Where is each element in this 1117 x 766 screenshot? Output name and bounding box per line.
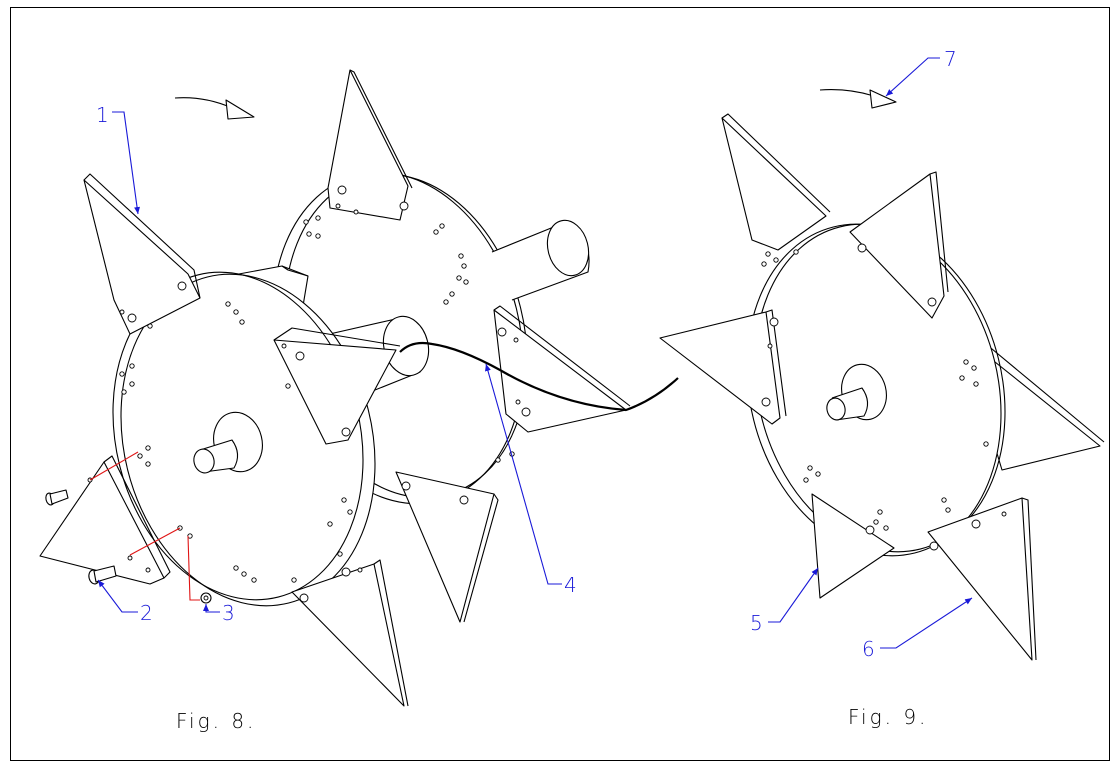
caption-fig9: Fig. 9. — [848, 705, 928, 729]
leader-2: 2 — [97, 579, 153, 625]
fig9-blade-bottom-left — [811, 493, 895, 599]
figure-8: 1 2 3 4 Fig. 8. — [39, 69, 679, 733]
leader-4: 4 — [485, 363, 577, 597]
belt-cable — [399, 341, 679, 412]
bolt-lower — [88, 565, 117, 585]
assembly-lines — [89, 451, 200, 601]
label-7: 7 — [944, 47, 957, 71]
leader-6: 6 — [862, 597, 973, 661]
front-blade-2 — [273, 327, 401, 445]
fig9-blade-top — [849, 171, 949, 319]
rear-shaft — [491, 219, 590, 301]
label-5: 5 — [750, 611, 763, 635]
rear-blade-right — [493, 305, 631, 433]
front-disc-holes — [119, 301, 353, 583]
nut — [200, 592, 212, 604]
rear-blade-top — [327, 69, 413, 221]
label-6: 6 — [862, 637, 875, 661]
front-hub — [193, 411, 263, 474]
front-blade-1 — [83, 173, 201, 335]
rear-disc-holes — [303, 215, 515, 463]
leader-7: 7 — [885, 47, 957, 97]
front-blade-3 — [291, 559, 409, 707]
label-4: 4 — [564, 573, 577, 597]
rotation-arrow-fig9 — [819, 89, 897, 109]
fig9-blade-upper-left — [721, 113, 831, 251]
figure-9: 5 6 7 Fig. 9. — [659, 47, 1105, 729]
fig9-blade-left — [659, 309, 787, 425]
label-3: 3 — [222, 601, 235, 625]
label-2: 2 — [140, 601, 153, 625]
leader-1: 1 — [96, 103, 141, 215]
leader-3: 3 — [203, 601, 235, 625]
fig9-blade-bottom-right — [927, 497, 1037, 661]
rotation-arrow-fig8 — [174, 97, 255, 120]
rear-blade-bottom — [395, 471, 499, 623]
fig9-disc-holes — [761, 249, 989, 531]
leader-5: 5 — [750, 567, 819, 635]
bolt-upper — [45, 489, 69, 506]
caption-fig8: Fig. 8. — [176, 709, 256, 733]
fig9-hub — [826, 363, 887, 421]
label-1: 1 — [96, 103, 109, 127]
